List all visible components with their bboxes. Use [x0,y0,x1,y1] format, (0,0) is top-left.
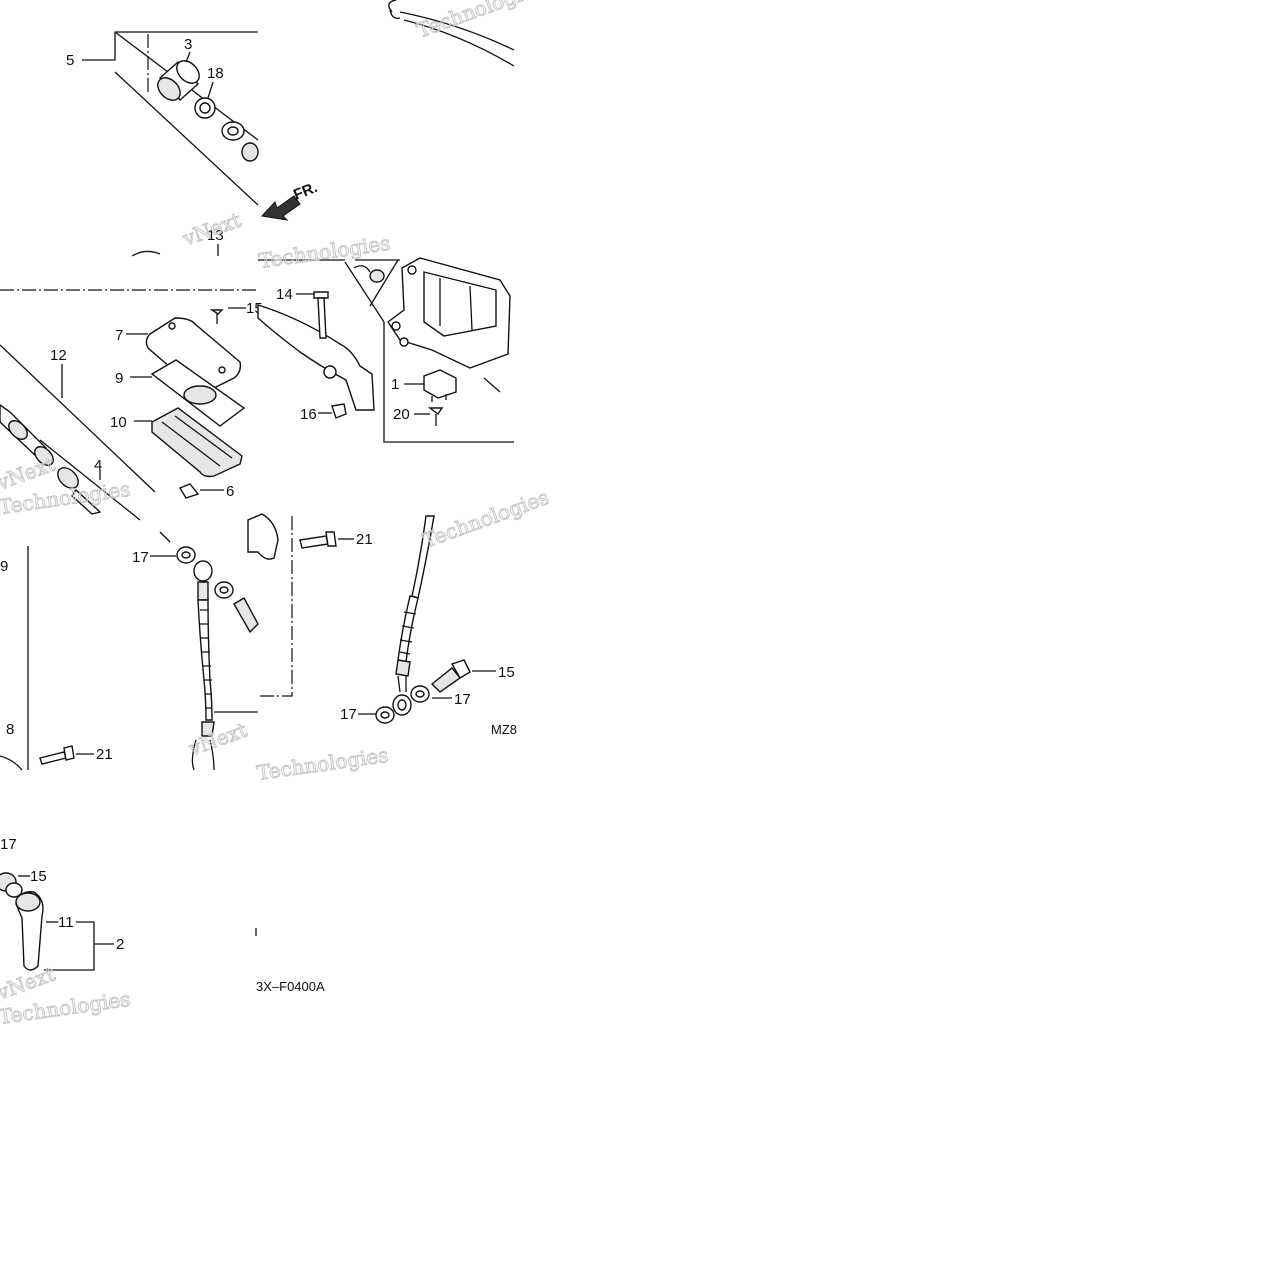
callout-13: 13 [207,227,224,244]
master-cylinder-body [387,257,511,369]
callout-12: 12 [50,347,67,364]
brake-lever [257,304,375,411]
callout-15-b: 15 [30,868,47,885]
callout-4: 4 [94,457,102,474]
circlip [194,97,216,119]
tile-brake-hose: 9 8 21 17 [0,513,517,771]
watermark-text: vNext [185,718,250,761]
bolt-21-right [299,531,337,549]
callout-5: 5 [66,52,74,69]
callout-1: 1 [391,376,399,393]
sealing-washer-b [214,581,234,599]
watermark-text: Technologies [420,485,553,553]
screw [209,309,224,324]
watermark-text: Technologies [257,231,391,273]
front-direction-arrow-icon [260,195,301,221]
callout-17-d: 17 [0,836,17,853]
callout-9-lower: 9 [0,558,8,575]
watermark-text: vNext [179,208,244,251]
brake-switch [423,369,457,402]
sealing-washer-d [375,706,395,724]
bracket-plate [247,513,279,560]
oil-bolt-15 [0,872,23,898]
reservoir-cap [145,317,242,392]
switch-screw [427,407,444,426]
tile-master-cylinder-piston: FR. 5 3 18 13 [66,0,515,257]
spring-seal [241,142,259,162]
lever-nut [331,403,347,419]
mounting-bolt-left [39,745,75,765]
callout-7: 7 [115,327,123,344]
callout-17-c: 17 [340,706,357,723]
front-direction-label: FR. [291,179,320,204]
diagram-code-bottom: 3X–F0400A [256,979,325,994]
tile-reservoir-and-lever: 12 7 9 10 4 6 15 [0,257,514,521]
watermark-text: Technologies [414,0,547,43]
callout-17-b: 17 [454,691,471,708]
callout-6: 6 [226,483,234,500]
callout-9: 9 [115,370,123,387]
tile-oil-bolt-assembly: 17 15 11 2 3X–F0400A [0,836,325,994]
piston-assembly [0,404,102,515]
sealing-washer-c [410,685,430,703]
callout-11: 11 [58,914,74,931]
callout-10: 10 [110,414,127,431]
callout-21-right: 21 [356,531,373,548]
callout-14: 14 [276,286,293,303]
washer [221,121,245,141]
brake-hose-upper [191,560,258,771]
callout-21-left: 21 [96,746,113,763]
pivot-bolt [313,291,329,339]
callout-2: 2 [116,936,124,953]
callout-18: 18 [207,65,224,82]
oil-bolt-b [430,659,471,693]
reservoir-plate [150,359,246,427]
brake-hose-lower [392,515,435,716]
diaphragm [151,407,243,478]
callout-8: 8 [6,721,14,738]
watermark-text: Technologies [255,743,389,785]
oil-bolt-a [233,597,259,634]
callout-16: 16 [300,406,317,423]
banjo-fitting [15,891,44,971]
callout-3: 3 [184,36,192,53]
sealing-washer-a [176,546,196,564]
piston-boot [157,60,200,101]
callout-20: 20 [393,406,410,423]
callout-17-a: 17 [132,549,149,566]
callout-15-a: 15 [498,664,515,681]
diagram-code-right: MZ8 [491,722,517,737]
clamp [178,483,200,499]
watermark: Technologies vNext Technologies vNext Te… [0,0,553,1029]
